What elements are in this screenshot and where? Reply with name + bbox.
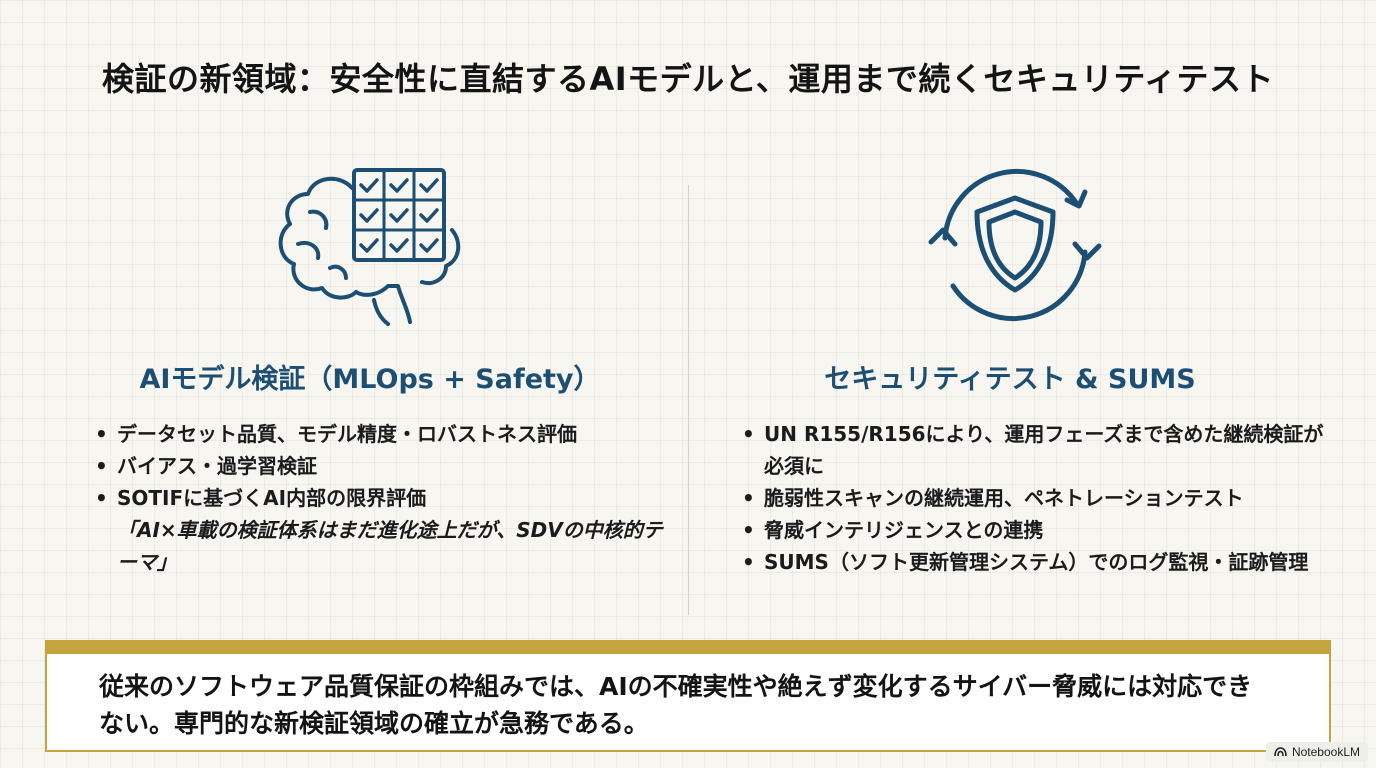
list-item: UN R155/R156により、運用フェーズまで含めた継続検証が必須に (742, 418, 1332, 482)
list-item: SUMS（ソフト更新管理システム）でのログ監視・証跡管理 (742, 546, 1332, 578)
column-divider (688, 185, 689, 615)
ai-model-heading: AIモデル検証（MLOps + Safety） (139, 364, 601, 395)
brain-checklist-icon (278, 168, 461, 326)
list-item-text: バイアス・過学習検証 (117, 454, 317, 478)
security-bullet-list: UN R155/R156により、運用フェーズまで含めた継続検証が必須に 脆弱性ス… (742, 418, 1332, 578)
callout-text: 従来のソフトウェア品質保証の枠組みでは、AIの不確実性や絶えず変化するサイバー脅… (99, 672, 1253, 738)
badge-label: NotebookLM (1291, 745, 1360, 759)
notebooklm-badge[interactable]: NotebookLM (1265, 742, 1368, 762)
list-item-text: 脆弱性スキャンの継続運用、ペネトレーションテスト (764, 486, 1244, 510)
list-item-text: 脅威インテリジェンスとの連携 (764, 518, 1044, 542)
list-item: SOTIFに基づくAI内部の限界評価 「AI×車載の検証体系はまだ進化途上だが、… (95, 482, 665, 578)
page-title: 検証の新領域：安全性に直結するAIモデルと、運用まで続くセキュリティテスト (102, 60, 1274, 98)
list-item-text: SUMS（ソフト更新管理システム）でのログ監視・証跡管理 (764, 550, 1309, 574)
list-item-text: UN R155/R156により、運用フェーズまで含めた継続検証が必須に (764, 422, 1324, 478)
security-heading: セキュリティテスト & SUMS (824, 364, 1196, 395)
list-item: データセット品質、モデル精度・ロバストネス評価 (95, 418, 665, 450)
callout-box: 従来のソフトウェア品質保証の枠組みでは、AIの不確実性や絶えず変化するサイバー脅… (45, 640, 1331, 752)
list-item-text: データセット品質、モデル精度・ロバストネス評価 (117, 422, 577, 446)
quote-text: 「AI×車載の検証体系はまだ進化途上だが、SDVの中核的テーマ」 (117, 518, 663, 574)
list-item: 脆弱性スキャンの継続運用、ペネトレーションテスト (742, 482, 1332, 514)
list-item: 脅威インテリジェンスとの連携 (742, 514, 1332, 546)
list-item: バイアス・過学習検証 (95, 450, 665, 482)
list-item-text: SOTIFに基づくAI内部の限界評価 (117, 486, 427, 510)
shield-cycle-icon (928, 169, 1102, 321)
ai-model-bullet-list: データセット品質、モデル精度・ロバストネス評価 バイアス・過学習検証 SOTIF… (95, 418, 665, 578)
notebooklm-logo-icon (1274, 747, 1287, 757)
